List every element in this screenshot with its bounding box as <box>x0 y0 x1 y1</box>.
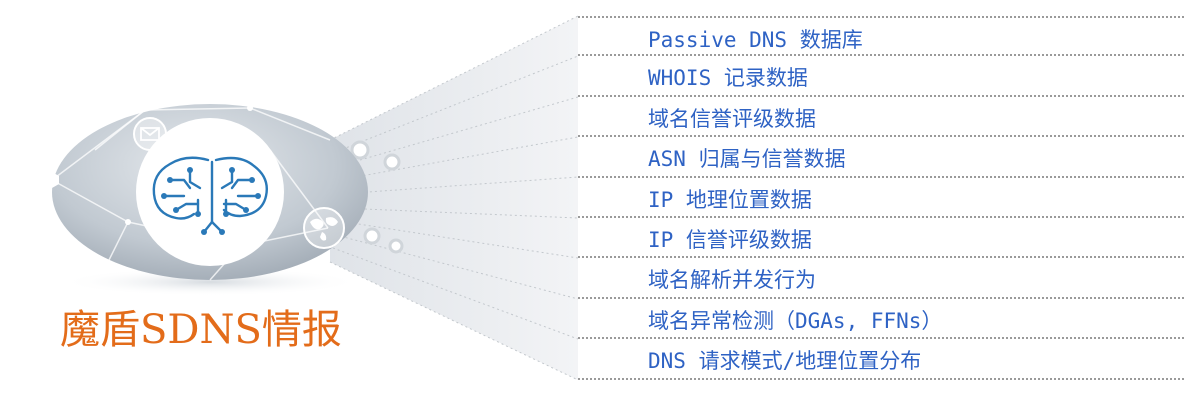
feature-item-domain-reputation: 域名信誉评级数据 <box>578 97 1184 138</box>
feature-item-ip-reputation: IP 信誉评级数据 <box>578 218 1184 259</box>
feature-item-anomaly-detection: 域名异常检测（DGAs, FFNs） <box>578 299 1184 340</box>
funnel-shape <box>330 16 578 380</box>
feature-list: Passive DNS 数据库 WHOIS 记录数据 域名信誉评级数据 ASN … <box>578 16 1184 380</box>
feature-item-asn: ASN 归属与信誉数据 <box>578 137 1184 178</box>
brain-circuit-icon <box>152 156 268 234</box>
brain-circuit-dots <box>161 167 261 235</box>
feature-item-dns-request-pattern: DNS 请求模式/地理位置分布 <box>578 339 1184 380</box>
world-map-icon <box>303 207 345 249</box>
disc-shadow <box>60 268 360 296</box>
funnel-rays <box>329 15 579 381</box>
connector-rings <box>350 140 404 254</box>
feature-item-ip-geo: IP 地理位置数据 <box>578 178 1184 218</box>
feature-item-resolution-behavior: 域名解析并发行为 <box>578 258 1184 299</box>
brand-title: 魔盾SDNS情报 <box>60 307 342 353</box>
feature-item-passive-dns: Passive DNS 数据库 <box>578 16 1184 57</box>
feature-item-whois: WHOIS 记录数据 <box>578 56 1184 97</box>
center-hub <box>136 118 284 266</box>
